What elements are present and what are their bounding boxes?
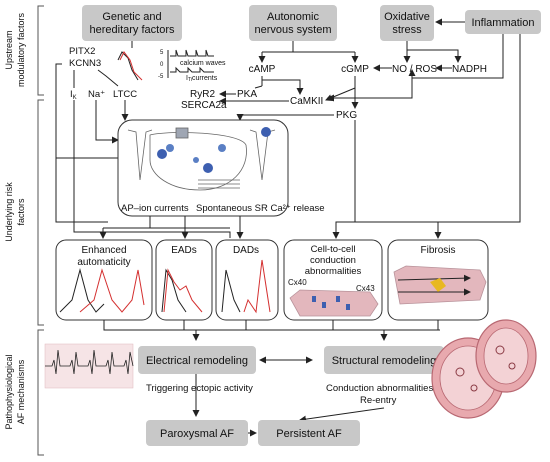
- label-serca2a: SERCA2a: [181, 100, 227, 111]
- autonomic-label-2: nervous system: [254, 24, 331, 36]
- cx40-label: Cx40: [288, 278, 307, 287]
- line-mech-ticks: [183, 320, 439, 330]
- enhanced-label-1: Enhanced: [81, 245, 126, 256]
- triggering-label: Triggering ectopic activity: [146, 383, 253, 394]
- line-pitx2-left: [55, 63, 120, 159]
- heart-cross-section: [431, 319, 537, 419]
- side-label-pathophys-2: AF mechanisms: [16, 359, 26, 424]
- label-no-ros: NO / ROS: [392, 64, 437, 75]
- fibrosis-label: Fibrosis: [420, 245, 455, 256]
- inset-tick-0: 0: [160, 62, 164, 68]
- dads-label: DADs: [233, 245, 259, 256]
- arrow-inflammation-noros: [408, 34, 504, 79]
- arrow-noros-camkii: [327, 76, 413, 102]
- oxidative-label-2: stress: [392, 24, 422, 36]
- side-bracket: [37, 5, 44, 456]
- eads-traces: [161, 268, 203, 313]
- arrow-inflammation-fibrosis: [434, 34, 521, 239]
- side-label-upstream-1: Upstream: [4, 30, 14, 69]
- side-label-underlying-1: Underlying risk: [4, 182, 14, 242]
- cx43-label: Cx43: [356, 284, 375, 293]
- inset-tick-5: 5: [160, 50, 164, 56]
- label-cgmp: cGMP: [341, 64, 369, 75]
- eads-label: EADs: [171, 245, 197, 256]
- autonomic-label-1: Autonomic: [267, 11, 319, 23]
- label-ap-currents: AP–ion currents: [121, 203, 189, 214]
- label-camp: cAMP: [249, 64, 276, 75]
- structural-remodeling-box: [324, 346, 444, 374]
- side-label-upstream-2: modulatory factors: [16, 12, 26, 87]
- inset-currents: ITicurrents: [186, 75, 218, 83]
- line-genes-ltcc: [97, 69, 119, 87]
- side-label-underlying-2: factors: [16, 198, 26, 226]
- label-pka: PKA: [237, 89, 257, 100]
- cell-to-cell-label-1: Cell-to-cell: [311, 244, 356, 255]
- label-sr-release: Spontaneous SR Ca²⁺ release: [196, 203, 325, 214]
- line-ik-down: [73, 100, 231, 238]
- side-label-pathophys-1: Pathophysiological: [4, 354, 14, 429]
- arrow-cgmp-camkii: [325, 76, 356, 101]
- arrow-na-cell: [95, 100, 119, 144]
- genetic-ap-trace: [117, 51, 143, 81]
- inset-calcium-waves: calcium waves: [180, 60, 226, 67]
- label-ryr2: RyR2: [190, 89, 215, 100]
- inflammation-label: Inflammation: [472, 17, 535, 29]
- label-nadph: NADPH: [452, 64, 487, 75]
- arrow-camp-camkii: [261, 76, 304, 95]
- label-ik: IK: [70, 89, 77, 101]
- cell-ion-channels: [157, 127, 271, 173]
- inflammation-box: [465, 10, 541, 34]
- reentry-label: Re-entry: [360, 395, 397, 406]
- persistent-af-label: Persistent AF: [276, 428, 342, 440]
- gene-kcnn3: KCNN3: [69, 58, 101, 69]
- label-camkii: CaMKII: [290, 96, 323, 107]
- arrow-pkg-cell: [236, 114, 334, 121]
- structural-remodeling-label: Structural remodeling: [332, 355, 437, 367]
- cell-to-cell-label-2: conduction: [310, 255, 356, 266]
- genetic-box: [82, 5, 182, 41]
- cell-to-cell-label-3: abnormalities: [305, 266, 362, 277]
- electrical-remodeling-label: Electrical remodeling: [146, 355, 248, 367]
- oxidative-box: [380, 5, 434, 41]
- persistent-af-box: [258, 420, 360, 446]
- arrow-structural-persistent: [299, 407, 385, 423]
- conduction-label: Conduction abnormalities: [326, 383, 433, 394]
- line-left-to-enhanced: [55, 158, 108, 223]
- paroxysmal-af-box: [146, 420, 248, 446]
- arrow-oxidative-nadph: [407, 49, 462, 63]
- inset-tick-minus5: -5: [158, 74, 164, 80]
- arrow-pkg-cell-to-cell: [332, 120, 356, 239]
- label-na: Na⁺: [88, 89, 105, 100]
- enhanced-label-2: automaticity: [77, 257, 130, 268]
- genetic-label-2: hereditary factors: [90, 24, 175, 36]
- fibrosis-tissue: [393, 265, 487, 305]
- oxidative-label-1: Oxidative: [384, 11, 430, 23]
- calcium-waves-inset: 5 0 -5 calcium waves ITicurrents: [158, 49, 226, 83]
- line-camp-pka: [254, 85, 263, 89]
- line-mech-bracket: [103, 320, 440, 331]
- gene-pitx2: PITX2: [69, 46, 95, 57]
- autonomic-box: [249, 5, 337, 41]
- genetic-label-1: Genetic and: [102, 11, 161, 23]
- cell-to-cell-tissue: [289, 289, 379, 317]
- electrical-remodeling-box: [138, 346, 256, 374]
- ecg-strip: [44, 343, 134, 389]
- label-pkg: PKG: [336, 110, 357, 121]
- enhanced-traces: [59, 268, 145, 313]
- label-ltcc: LTCC: [113, 89, 137, 100]
- dads-traces: [221, 259, 271, 314]
- paroxysmal-af-label: Paroxysmal AF: [160, 428, 234, 440]
